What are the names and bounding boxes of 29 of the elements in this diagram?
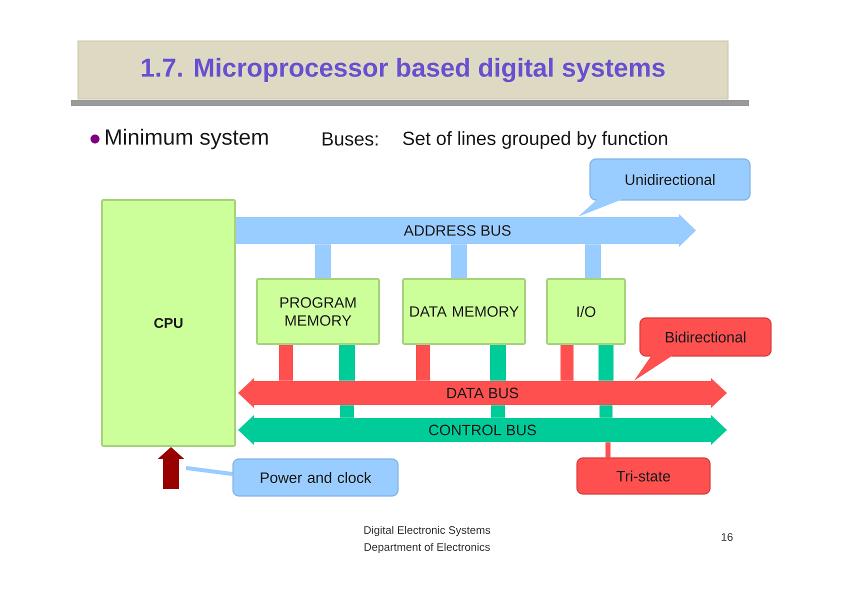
bus-line <box>315 244 331 278</box>
bullet-text: Minimum system <box>106 128 268 150</box>
bus-line <box>416 345 430 381</box>
leader-line <box>186 466 233 476</box>
bus-band: CONTROL BUS <box>238 415 727 445</box>
bus-line <box>340 405 354 418</box>
title-banner: 1.7. Microprocessor based digital systems <box>78 40 728 100</box>
bus-line <box>600 405 612 418</box>
callout-box: Power and clock <box>232 458 399 497</box>
bus-line <box>560 345 574 381</box>
bus-line <box>279 345 293 381</box>
bus-line <box>451 244 467 278</box>
bus-line <box>490 345 506 381</box>
cpu-box: CPU <box>101 199 236 447</box>
footer-text: Digital Electronic Systems <box>364 526 490 536</box>
bus-line <box>585 244 601 278</box>
callout-pointer <box>634 354 674 381</box>
footer-text: Department of Electronics <box>364 542 490 554</box>
memory-box: PROGRAM MEMORY <box>256 278 380 345</box>
bus-line <box>339 345 355 381</box>
bus-line <box>491 405 505 418</box>
term-label: Buses: <box>322 132 378 146</box>
callout-pointer <box>578 198 624 217</box>
io-box: I/O <box>546 278 626 345</box>
memory-box: DATA MEMORY <box>402 278 526 345</box>
page-number: 16 <box>722 533 733 541</box>
definition-text: Set of lines grouped by function <box>403 131 668 149</box>
callout-box: Tri-state <box>576 457 711 495</box>
leader-line <box>606 442 610 458</box>
